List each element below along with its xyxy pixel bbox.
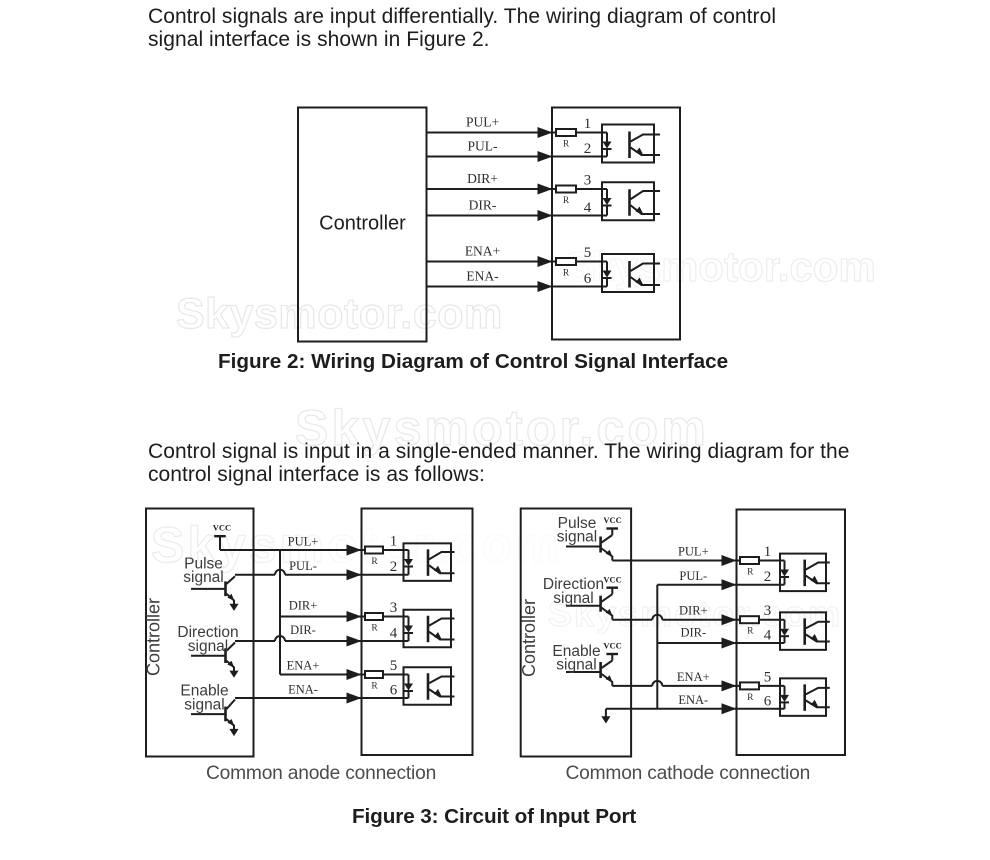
svg-text:ENA-: ENA- [288, 683, 318, 697]
svg-text:PUL+: PUL+ [288, 535, 319, 549]
svg-text:Direction: Direction [177, 624, 238, 641]
svg-text:ENA-: ENA- [678, 693, 708, 707]
svg-text:signal: signal [184, 696, 225, 713]
svg-text:PUL+: PUL+ [678, 545, 709, 559]
svg-text:ENA+: ENA+ [677, 670, 710, 684]
svg-text:PUL-: PUL- [679, 569, 707, 583]
svg-text:VCC: VCC [603, 641, 621, 651]
svg-text:1: 1 [584, 116, 592, 132]
svg-text:3: 3 [390, 600, 398, 616]
svg-text:5: 5 [390, 658, 398, 674]
svg-text:3: 3 [584, 173, 592, 189]
svg-text:6: 6 [584, 271, 592, 287]
svg-text:signal: signal [556, 657, 597, 674]
svg-text:R: R [563, 196, 570, 206]
svg-text:PUL+: PUL+ [466, 115, 499, 130]
svg-text:ENA+: ENA+ [465, 244, 500, 259]
svg-text:Enable: Enable [180, 683, 228, 700]
svg-text:2: 2 [584, 141, 592, 157]
svg-text:signal: signal [557, 529, 598, 546]
svg-text:signal: signal [553, 590, 594, 607]
svg-text:ENA+: ENA+ [287, 659, 320, 673]
svg-text:PUL-: PUL- [468, 139, 499, 154]
svg-text:5: 5 [584, 245, 592, 261]
svg-text:DIR-: DIR- [680, 626, 706, 640]
svg-text:2: 2 [764, 569, 772, 585]
svg-text:Direction: Direction [543, 576, 604, 593]
svg-text:DIR+: DIR+ [289, 599, 318, 613]
svg-text:3: 3 [764, 603, 772, 619]
svg-text:VCC: VCC [213, 523, 231, 533]
svg-text:R: R [371, 624, 378, 634]
svg-text:ENA-: ENA- [466, 269, 499, 284]
svg-text:2: 2 [390, 559, 398, 575]
svg-text:signal: signal [188, 638, 229, 655]
svg-text:4: 4 [584, 200, 592, 216]
svg-text:PUL-: PUL- [289, 559, 317, 573]
svg-text:Controller: Controller [144, 598, 164, 676]
svg-text:DIR-: DIR- [290, 623, 316, 637]
svg-text:Enable: Enable [552, 643, 600, 660]
svg-text:DIR+: DIR+ [467, 171, 498, 186]
svg-text:Controller: Controller [319, 213, 406, 235]
svg-text:R: R [563, 140, 570, 150]
svg-text:R: R [747, 627, 754, 637]
svg-text:Pulse: Pulse [184, 555, 223, 572]
svg-text:1: 1 [764, 544, 772, 560]
svg-text:6: 6 [764, 693, 772, 709]
svg-text:VCC: VCC [603, 515, 621, 525]
svg-text:DIR+: DIR+ [679, 604, 708, 618]
svg-text:R: R [563, 269, 570, 279]
svg-text:Pulse: Pulse [558, 515, 597, 532]
svg-text:R: R [371, 557, 378, 567]
svg-text:DIR-: DIR- [469, 198, 497, 213]
svg-text:1: 1 [390, 534, 398, 550]
svg-text:5: 5 [764, 669, 772, 685]
svg-text:R: R [747, 568, 754, 578]
svg-text:signal: signal [183, 569, 224, 586]
svg-text:R: R [371, 682, 378, 692]
svg-text:4: 4 [764, 628, 772, 644]
svg-text:Controller: Controller [519, 599, 539, 677]
svg-text:R: R [747, 693, 754, 703]
svg-text:6: 6 [390, 683, 398, 699]
svg-text:4: 4 [390, 626, 398, 642]
svg-text:VCC: VCC [603, 574, 621, 584]
